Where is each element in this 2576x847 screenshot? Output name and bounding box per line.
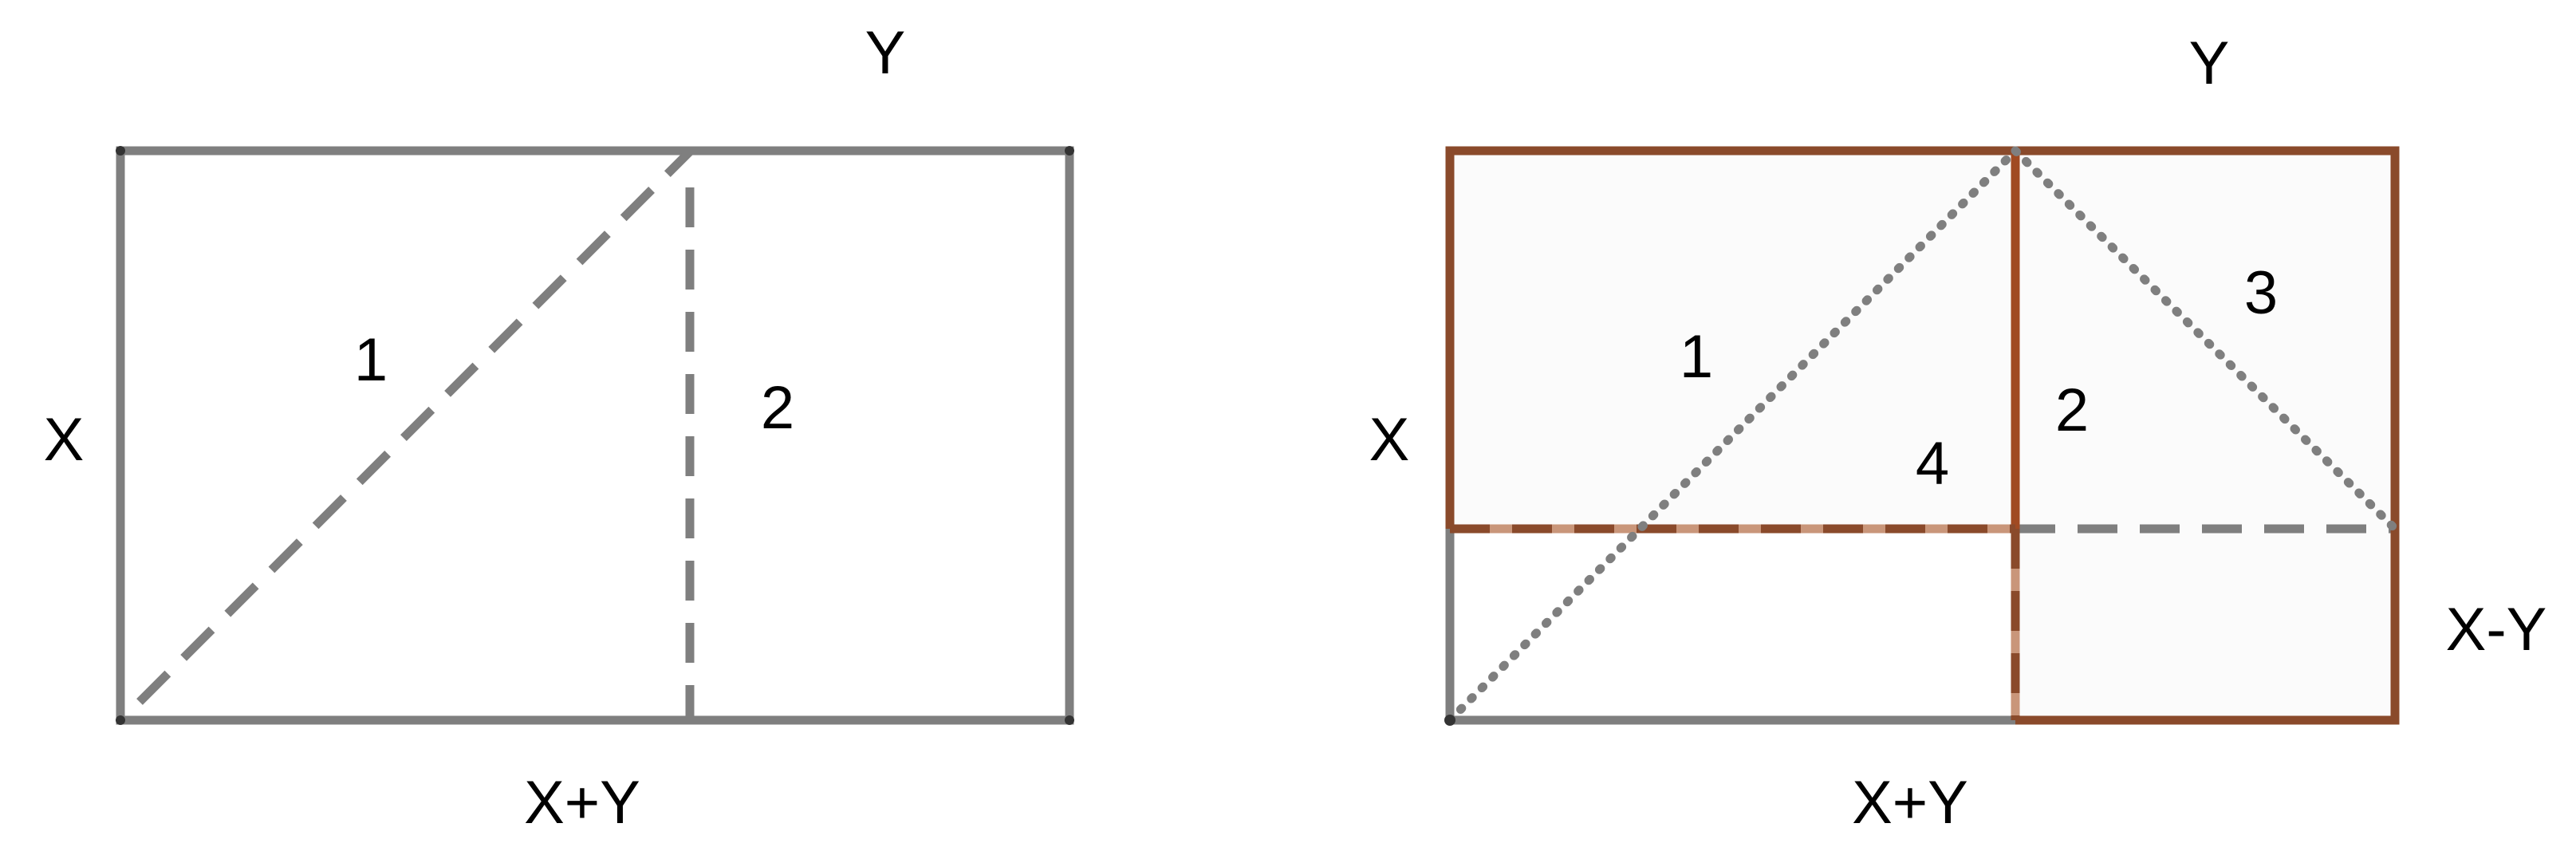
right-shaded-top-region	[1450, 151, 2395, 529]
right-dotted-diagonal-1	[1445, 146, 2020, 725]
right-label-x-plus-y: X+Y	[1852, 769, 1968, 837]
right-corner-dot	[1444, 715, 1455, 726]
left-figure: Y X X+Y 1 2	[44, 19, 1074, 837]
right-label-y: Y	[2189, 30, 2230, 97]
left-region-1-label: 1	[354, 326, 388, 394]
left-diagonal-dashed	[136, 148, 694, 705]
left-rectangle	[116, 146, 1074, 725]
right-shaded-lower-right-region	[2015, 529, 2395, 720]
right-region-1-label: 1	[1680, 323, 1713, 391]
right-label-x-minus-y: X-Y	[2446, 596, 2547, 664]
right-figure: Y X X-Y X+Y 1 2 3 4	[1369, 30, 2547, 837]
right-region-3-label: 3	[2244, 259, 2278, 327]
right-label-x: X	[1369, 406, 1410, 474]
right-dotted-diagonal-3	[2011, 146, 2400, 534]
left-corner-dots	[116, 146, 1074, 725]
left-label-x: X	[44, 406, 85, 474]
left-label-x-plus-y: X+Y	[524, 769, 640, 837]
right-region-4-label: 4	[1916, 430, 1949, 498]
left-label-y: Y	[865, 19, 906, 87]
right-region-2-label: 2	[2055, 376, 2089, 444]
left-region-2-label: 2	[761, 374, 794, 442]
right-brown-outline	[1445, 146, 2400, 725]
